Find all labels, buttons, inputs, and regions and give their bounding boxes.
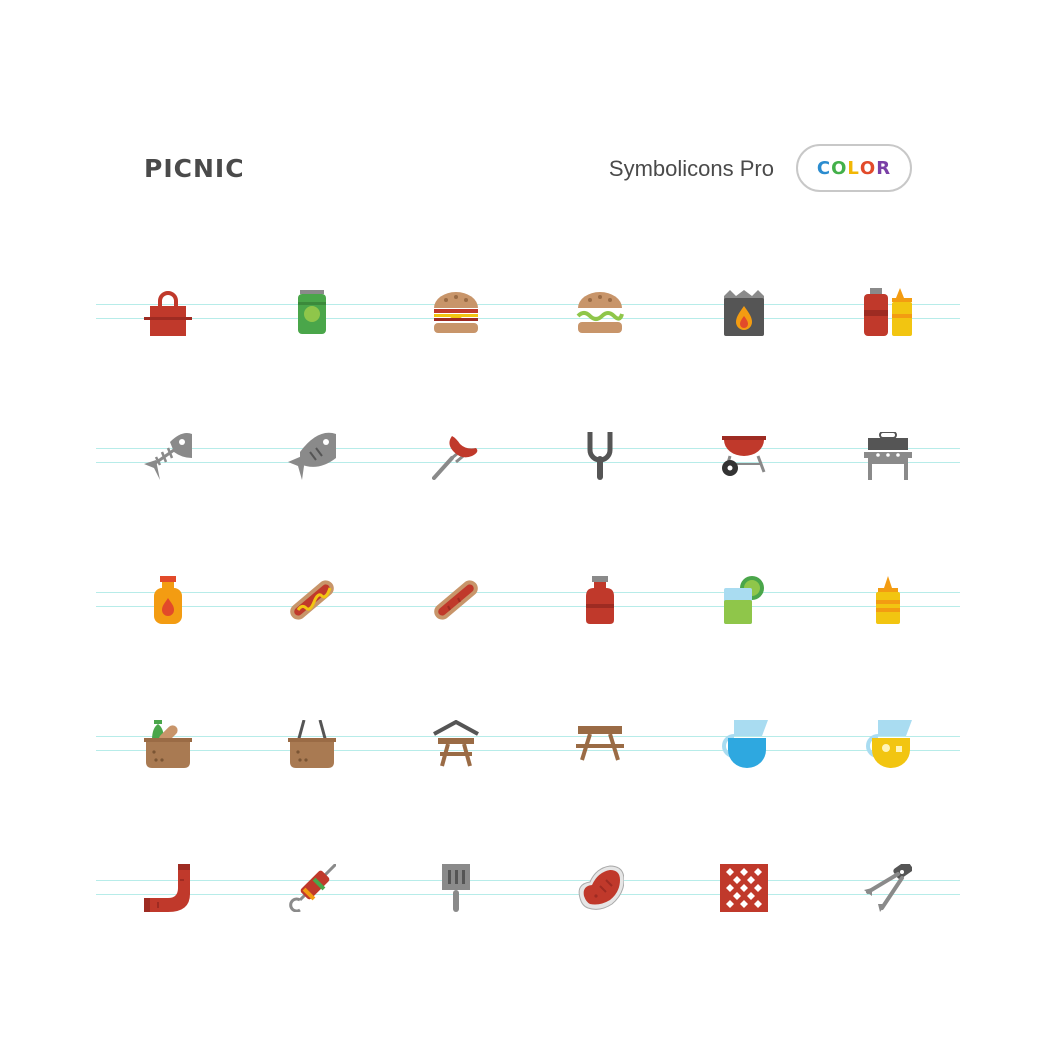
burger-icon	[576, 288, 624, 336]
guide-line	[96, 318, 960, 319]
hot-sauce-icon	[144, 576, 192, 624]
cheeseburger-icon	[432, 288, 480, 336]
guide-line	[96, 592, 960, 593]
ketchup-mustard-icon	[864, 288, 912, 336]
color-badge: C O L O R	[796, 144, 912, 192]
guide-line	[96, 880, 960, 881]
bbq-fork-icon	[576, 432, 624, 480]
picnic-table-icon	[576, 720, 624, 768]
steak-icon	[576, 864, 624, 912]
gas-grill-icon	[864, 432, 912, 480]
sausage-link-icon	[144, 864, 192, 912]
sausage-fork-icon	[432, 432, 480, 480]
page-title: PICNIC	[144, 154, 245, 183]
picnic-basket-icon	[288, 720, 336, 768]
kebab-icon	[288, 864, 336, 912]
badge-letter: C	[816, 157, 832, 179]
water-pitcher-icon	[720, 720, 768, 768]
hotdog-icon	[432, 576, 480, 624]
lemonade-glass-icon	[720, 576, 768, 624]
guide-line	[96, 304, 960, 305]
bbq-tongs-icon	[864, 864, 912, 912]
charcoal-bag-icon	[720, 288, 768, 336]
picnic-shelter-icon	[432, 720, 480, 768]
lemonade-pitcher-icon	[864, 720, 912, 768]
ketchup-bottle-icon	[576, 576, 624, 624]
badge-letter: R	[876, 157, 892, 179]
mustard-bottle-icon	[864, 576, 912, 624]
badge-letter: L	[847, 157, 860, 179]
brand-name: Symbolicons Pro	[608, 156, 774, 181]
hotdog-mustard-icon	[288, 576, 336, 624]
guide-line	[96, 736, 960, 737]
kettle-grill-icon	[720, 432, 768, 480]
picnic-blanket-icon	[720, 864, 768, 912]
soda-can-icon	[288, 288, 336, 336]
bag-icon	[144, 288, 192, 336]
spatula-icon	[432, 864, 480, 912]
guide-line	[96, 462, 960, 463]
picnic-basket-food-icon	[144, 720, 192, 768]
guide-line	[96, 448, 960, 449]
guide-line	[96, 750, 960, 751]
guide-line	[96, 606, 960, 607]
fish-bone-icon	[144, 432, 192, 480]
badge-letter: O	[831, 157, 848, 179]
guide-line	[96, 894, 960, 895]
grilled-fish-icon	[288, 432, 336, 480]
badge-letter: O	[859, 157, 877, 179]
